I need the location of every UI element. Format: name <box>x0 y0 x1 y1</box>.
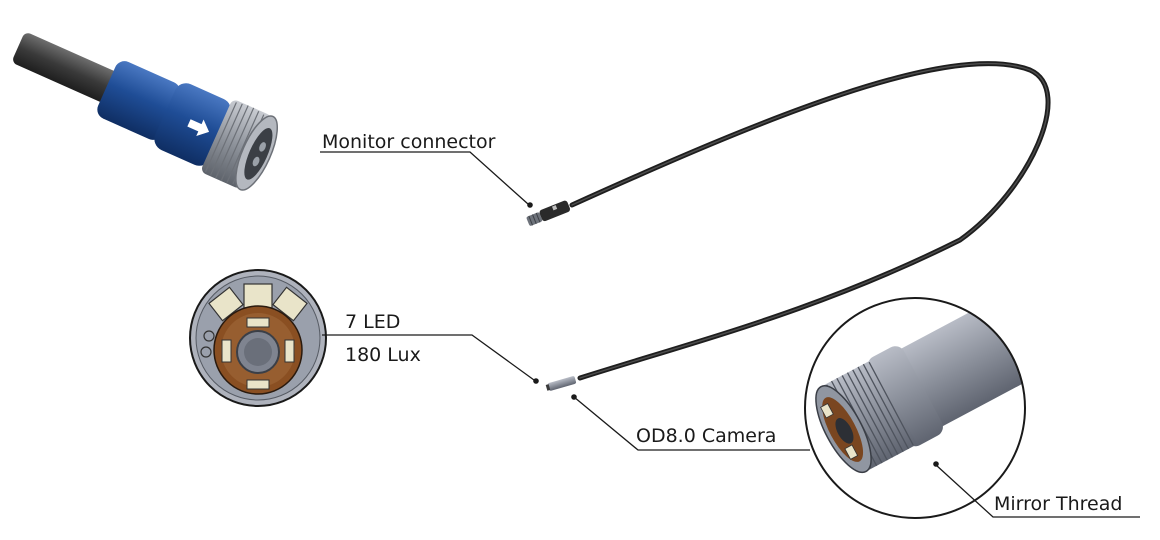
connector-face <box>244 127 273 180</box>
mirror-thread-closeup <box>804 297 1026 519</box>
thread-lens <box>835 418 854 444</box>
connector-body <box>97 61 181 140</box>
leader-mirror-thread <box>935 464 1140 518</box>
leader-lines <box>320 151 1140 518</box>
leader-camera <box>573 396 810 451</box>
arrow-icon <box>187 119 210 136</box>
cable-connector <box>526 200 571 226</box>
monitor-connector-closeup <box>13 33 279 191</box>
label-led-count: 7 LED <box>345 311 400 333</box>
leader-monitor-connector <box>320 151 529 205</box>
label-monitor-connector: Monitor connector <box>322 131 496 153</box>
leader-led <box>322 334 535 381</box>
led-face-closeup <box>189 269 327 407</box>
label-lux: 180 Lux <box>345 344 421 366</box>
mount-hole <box>200 346 212 358</box>
camera-tip <box>545 376 577 391</box>
label-mirror-thread: Mirror Thread <box>994 493 1122 515</box>
led-inner-pads <box>221 317 295 390</box>
label-camera: OD8.0 Camera <box>636 425 776 447</box>
mount-hole <box>203 330 215 342</box>
